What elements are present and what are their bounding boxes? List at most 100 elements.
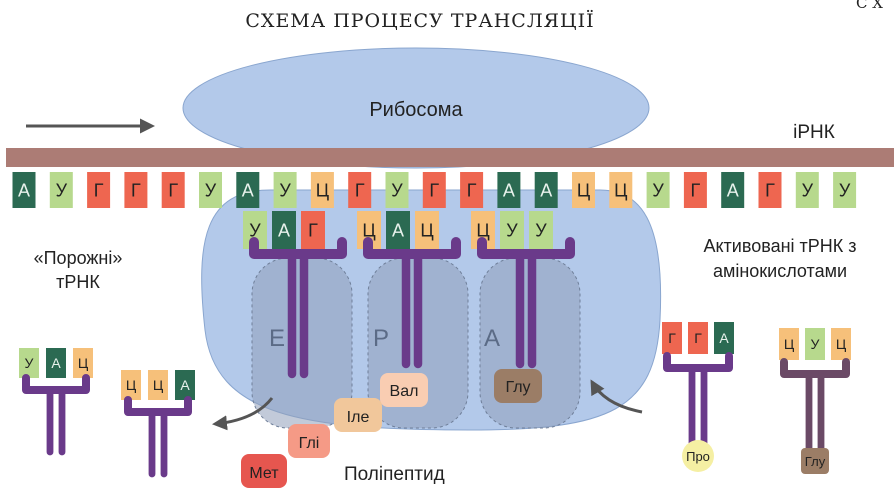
- amino-acid-glu-label: Глу: [505, 379, 530, 396]
- activated-trna-0-base-0: Г: [662, 322, 682, 354]
- mrna-codon-17: У: [646, 172, 670, 208]
- bound-trna-0-base-1: А: [272, 211, 296, 249]
- ribosome-small-subunit: [182, 47, 650, 169]
- empty-trna-1-base-2: А: [175, 370, 195, 400]
- mrna-codon-12-letter: Г: [467, 180, 477, 200]
- mrna-codon-5-bg: [199, 172, 222, 208]
- activated-trna-1-stem: [805, 372, 825, 460]
- mrna-codon-10: У: [385, 172, 409, 208]
- diagram-title: СХЕМА ПРОЦЕСУ ТРАНСЛЯЦІЇ: [245, 10, 595, 32]
- empty-trna-1-base-1-bg: [148, 370, 168, 400]
- activated-trna-label-line2: амінокислотами: [713, 261, 847, 281]
- mrna-codon-13-letter: А: [503, 180, 515, 200]
- mrna-codon-21-letter: У: [802, 180, 814, 200]
- bound-trna-1-base-1: А: [386, 211, 410, 249]
- amino-acid-ile-label: Іле: [347, 409, 370, 426]
- bound-trna-1-base-2-bg: [415, 211, 439, 249]
- mrna-codon-0-bg: [12, 172, 36, 208]
- mrna-codon-16-letter: Ц: [614, 180, 627, 200]
- bound-trna-2-base-2: У: [529, 211, 553, 249]
- mrna-codon-20: Г: [758, 172, 782, 208]
- amino-acid-glu-bg: [494, 369, 542, 403]
- amino-acid-val: Вал: [380, 373, 428, 407]
- mrna-codon-21: У: [795, 172, 819, 208]
- activated-trna-1-base-2-bg: [831, 328, 851, 360]
- bound-trna-1-base-0-letter: Ц: [362, 220, 375, 240]
- bound-trna-2: [477, 237, 575, 369]
- bound-trna-0-base-1-letter: А: [278, 220, 290, 240]
- activated-trna-0: [663, 352, 733, 454]
- activated-trna-1-base-0-bg: [779, 328, 799, 360]
- mrna-codon-8: Ц: [310, 172, 334, 208]
- mrna-codon-10-bg: [385, 172, 409, 208]
- bound-trna-1-base-2: Ц: [415, 211, 439, 249]
- bound-trna-1: [363, 237, 461, 369]
- empty-trna-1-base-2-bg: [175, 370, 195, 400]
- mrna-codon-1-bg: [49, 172, 73, 208]
- mrna-codon-6: А: [236, 172, 260, 208]
- site-e-label: E: [269, 325, 285, 352]
- mrna-codon-2-bg: [87, 172, 111, 208]
- empty-trna-1-base-1: Ц: [148, 370, 168, 400]
- mrna-codon-19: А: [721, 172, 745, 208]
- mrna-codon-20-letter: Г: [765, 180, 775, 200]
- empty-trna-1-base-0: Ц: [121, 370, 141, 400]
- empty-trna-0-base-2-bg: [73, 348, 93, 378]
- mrna-codon-7-letter: У: [279, 180, 291, 200]
- mrna-codon-11-bg: [422, 172, 446, 208]
- amino-acid-ile: [334, 398, 382, 432]
- amino-acid-gli: [288, 424, 330, 458]
- mrna-codon-18-letter: Г: [691, 180, 701, 200]
- activated-trna-1-base-1: У: [805, 328, 825, 360]
- bound-trna-1-base-2-letter: Ц: [420, 220, 433, 240]
- bound-trna-1-arm: [363, 237, 461, 259]
- mrna-codon-18: Г: [683, 172, 707, 208]
- mrna-codon-7-bg: [273, 172, 297, 208]
- mrna-codon-8-letter: Ц: [316, 180, 329, 200]
- mrna-codon-16-bg: [609, 172, 633, 208]
- empty-trna-0-arm: [22, 374, 90, 394]
- mrna-codon-11: Г: [422, 172, 446, 208]
- bound-trna-2-arm: [477, 237, 575, 259]
- activated-trna-label-line1: Активовані тРНК з: [703, 236, 856, 256]
- activated-trna-1-base-2-letter: Ц: [836, 336, 847, 352]
- activated-trna-0-base-2: А: [714, 322, 734, 354]
- bound-trna-0-base-2-bg: [301, 211, 325, 249]
- empty-trna-1-base-1-letter: Ц: [153, 377, 164, 393]
- bound-trna-2-base-2-bg: [529, 211, 553, 249]
- amino-acid-val-label: Вал: [390, 383, 419, 400]
- empty-trna-label-line1: «Порожні»: [34, 248, 123, 268]
- empty-trna-0-base-1-letter: А: [51, 355, 61, 371]
- mrna-codon-7: У: [273, 172, 297, 208]
- mrna-codon-12-bg: [460, 172, 484, 208]
- mrna-codon-15-letter: Ц: [577, 180, 590, 200]
- empty-trna-0-base-2: Ц: [73, 348, 93, 378]
- exit-arrow: [212, 397, 274, 431]
- mrna-codon-10-letter: У: [391, 180, 403, 200]
- mrna-codon-4-letter: Г: [168, 180, 178, 200]
- mrna-codon-16: Ц: [609, 172, 633, 208]
- mrna-codon-5: У: [199, 172, 222, 208]
- activated-trna-0-arm: [663, 352, 733, 372]
- polypeptide-chain: Мет Глі Іле: [241, 398, 382, 488]
- mrna-codon-3: Г: [124, 172, 148, 208]
- activated-trna-0-base-1-letter: Г: [694, 330, 702, 346]
- empty-trna-0-stem: [46, 388, 66, 456]
- activated-trna-0-base-0-bg: [662, 322, 682, 354]
- mrna-codon-11-letter: Г: [429, 180, 439, 200]
- empty-trna-0-base-0-bg: [19, 348, 39, 378]
- bound-trna-1-base-1-bg: [386, 211, 410, 249]
- mrna-strand: [6, 148, 894, 167]
- mrna-codon-14-letter: А: [540, 180, 552, 200]
- activated-trna-1-base-0: Ц: [779, 328, 799, 360]
- mrna-codon-3-letter: Г: [131, 180, 141, 200]
- bound-trna-1-stem: [401, 251, 423, 369]
- mrna-codon-19-letter: А: [727, 180, 739, 200]
- mrna-codon-15-bg: [572, 172, 595, 208]
- activated-amino-acid-1: Глу: [801, 448, 829, 474]
- activated-trna-0-base-1: Г: [688, 322, 708, 354]
- activated-trna-0-stem: [688, 366, 708, 454]
